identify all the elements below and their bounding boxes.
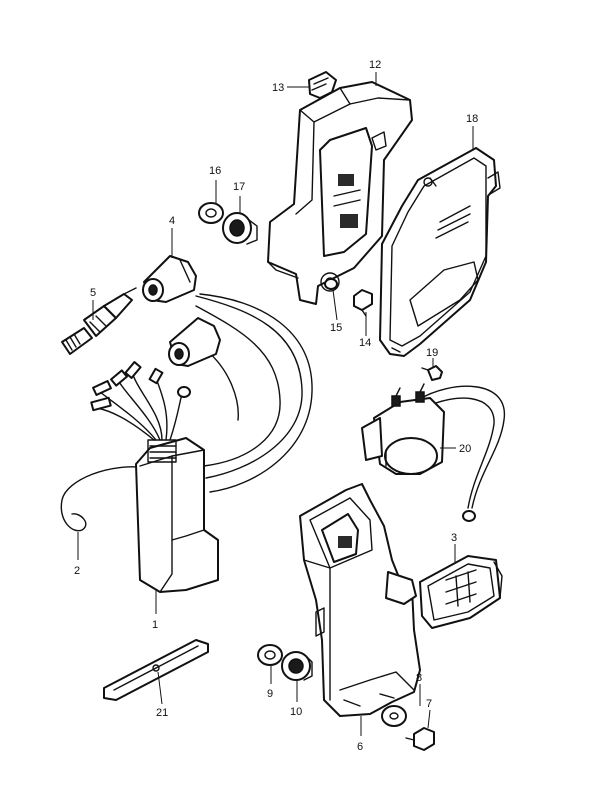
callout-20: 20 xyxy=(459,443,471,455)
part-8-washer xyxy=(381,705,407,727)
part-7-bolt xyxy=(405,727,435,751)
part-12-bracket xyxy=(267,81,413,305)
part-19-screw xyxy=(421,365,443,381)
callout-12: 12 xyxy=(369,59,381,71)
callout-6: 6 xyxy=(357,741,363,753)
callout-5: 5 xyxy=(90,287,96,299)
leader-lines xyxy=(77,72,474,736)
callout-4: 4 xyxy=(169,215,175,227)
callout-1: 1 xyxy=(152,619,158,631)
callout-21: 21 xyxy=(156,707,168,719)
callout-16: 16 xyxy=(209,165,221,177)
part-20-relay xyxy=(361,383,505,522)
callout-8: 8 xyxy=(416,672,422,684)
callout-13: 13 xyxy=(272,82,284,94)
callout-10: 10 xyxy=(290,706,302,718)
part-14-bolt xyxy=(353,289,373,317)
callout-14: 14 xyxy=(359,337,371,349)
callout-15: 15 xyxy=(330,322,342,334)
callout-17: 17 xyxy=(233,181,245,193)
part-18-cover xyxy=(379,147,501,357)
callout-9: 9 xyxy=(267,688,273,700)
callout-2: 2 xyxy=(74,565,80,577)
part-3-cover xyxy=(419,555,503,629)
part-6-holder xyxy=(299,483,421,717)
part-2-wire-loop xyxy=(60,466,149,532)
part-10-grommet xyxy=(281,651,313,681)
part-21-clamp xyxy=(103,639,209,701)
callout-labels: 13 12 18 16 17 4 5 15 14 19 20 3 2 1 9 1… xyxy=(74,59,478,753)
part-17-grommet xyxy=(222,212,258,245)
part-16-washer xyxy=(198,202,224,224)
part-1-cdi-unit xyxy=(90,293,313,593)
callout-19: 19 xyxy=(426,347,438,359)
part-15-washer xyxy=(324,278,338,290)
callout-3: 3 xyxy=(451,532,457,544)
part-5-spark-plug xyxy=(61,287,137,355)
callout-18: 18 xyxy=(466,113,478,125)
part-9-washer xyxy=(257,644,283,666)
callout-7: 7 xyxy=(426,698,432,710)
part-4-plug-cap xyxy=(142,255,197,303)
